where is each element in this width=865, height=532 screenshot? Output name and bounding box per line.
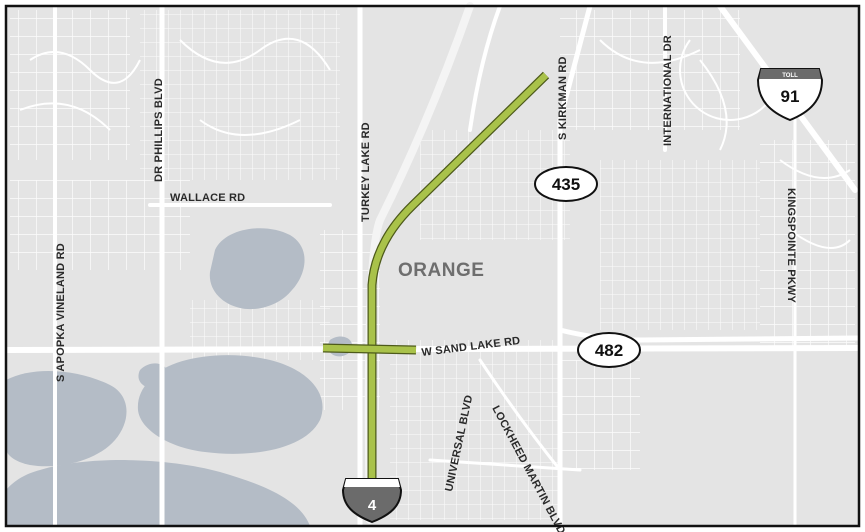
label-dr-phillips-blvd: DR PHILLIPS BLVD: [153, 78, 165, 182]
water-bodies: [6, 228, 353, 526]
sr-435-shield[interactable]: 435: [534, 166, 598, 202]
i-4-number: 4: [368, 497, 377, 514]
sr-435-number: 435: [552, 175, 580, 194]
lake-big-lower: [137, 355, 323, 454]
county-label: ORANGE: [398, 260, 484, 281]
map-border: [4, 4, 861, 528]
label-turkey-lake-rd: TURKEY LAKE RD: [360, 122, 372, 222]
major-roads: [3, 2, 862, 529]
highlighted-corridor: [322, 71, 550, 478]
toll-91-number: 91: [781, 87, 800, 106]
label-s-apopka-vineland-rd: S APOPKA VINELAND RD: [55, 243, 67, 382]
label-s-kirkman-rd: S KIRKMAN RD: [557, 56, 569, 140]
toll-91-shield[interactable]: TOLL 91: [756, 68, 824, 122]
toll-91-label: TOLL: [782, 73, 798, 79]
label-kingspointe-pkwy: KINGSPOINTE PKWY: [785, 188, 797, 304]
sr-482-shield[interactable]: 482: [577, 332, 641, 368]
i-4-shield[interactable]: 4: [341, 478, 403, 524]
lake-west: [6, 370, 127, 467]
lake-north: [209, 228, 305, 310]
label-international-dr: INTERNATIONAL DR: [662, 35, 674, 146]
label-wallace-rd: WALLACE RD: [170, 192, 245, 204]
sr-482-number: 482: [595, 341, 623, 360]
undeveloped-land: [640, 350, 855, 520]
lake-southwest: [6, 460, 310, 526]
